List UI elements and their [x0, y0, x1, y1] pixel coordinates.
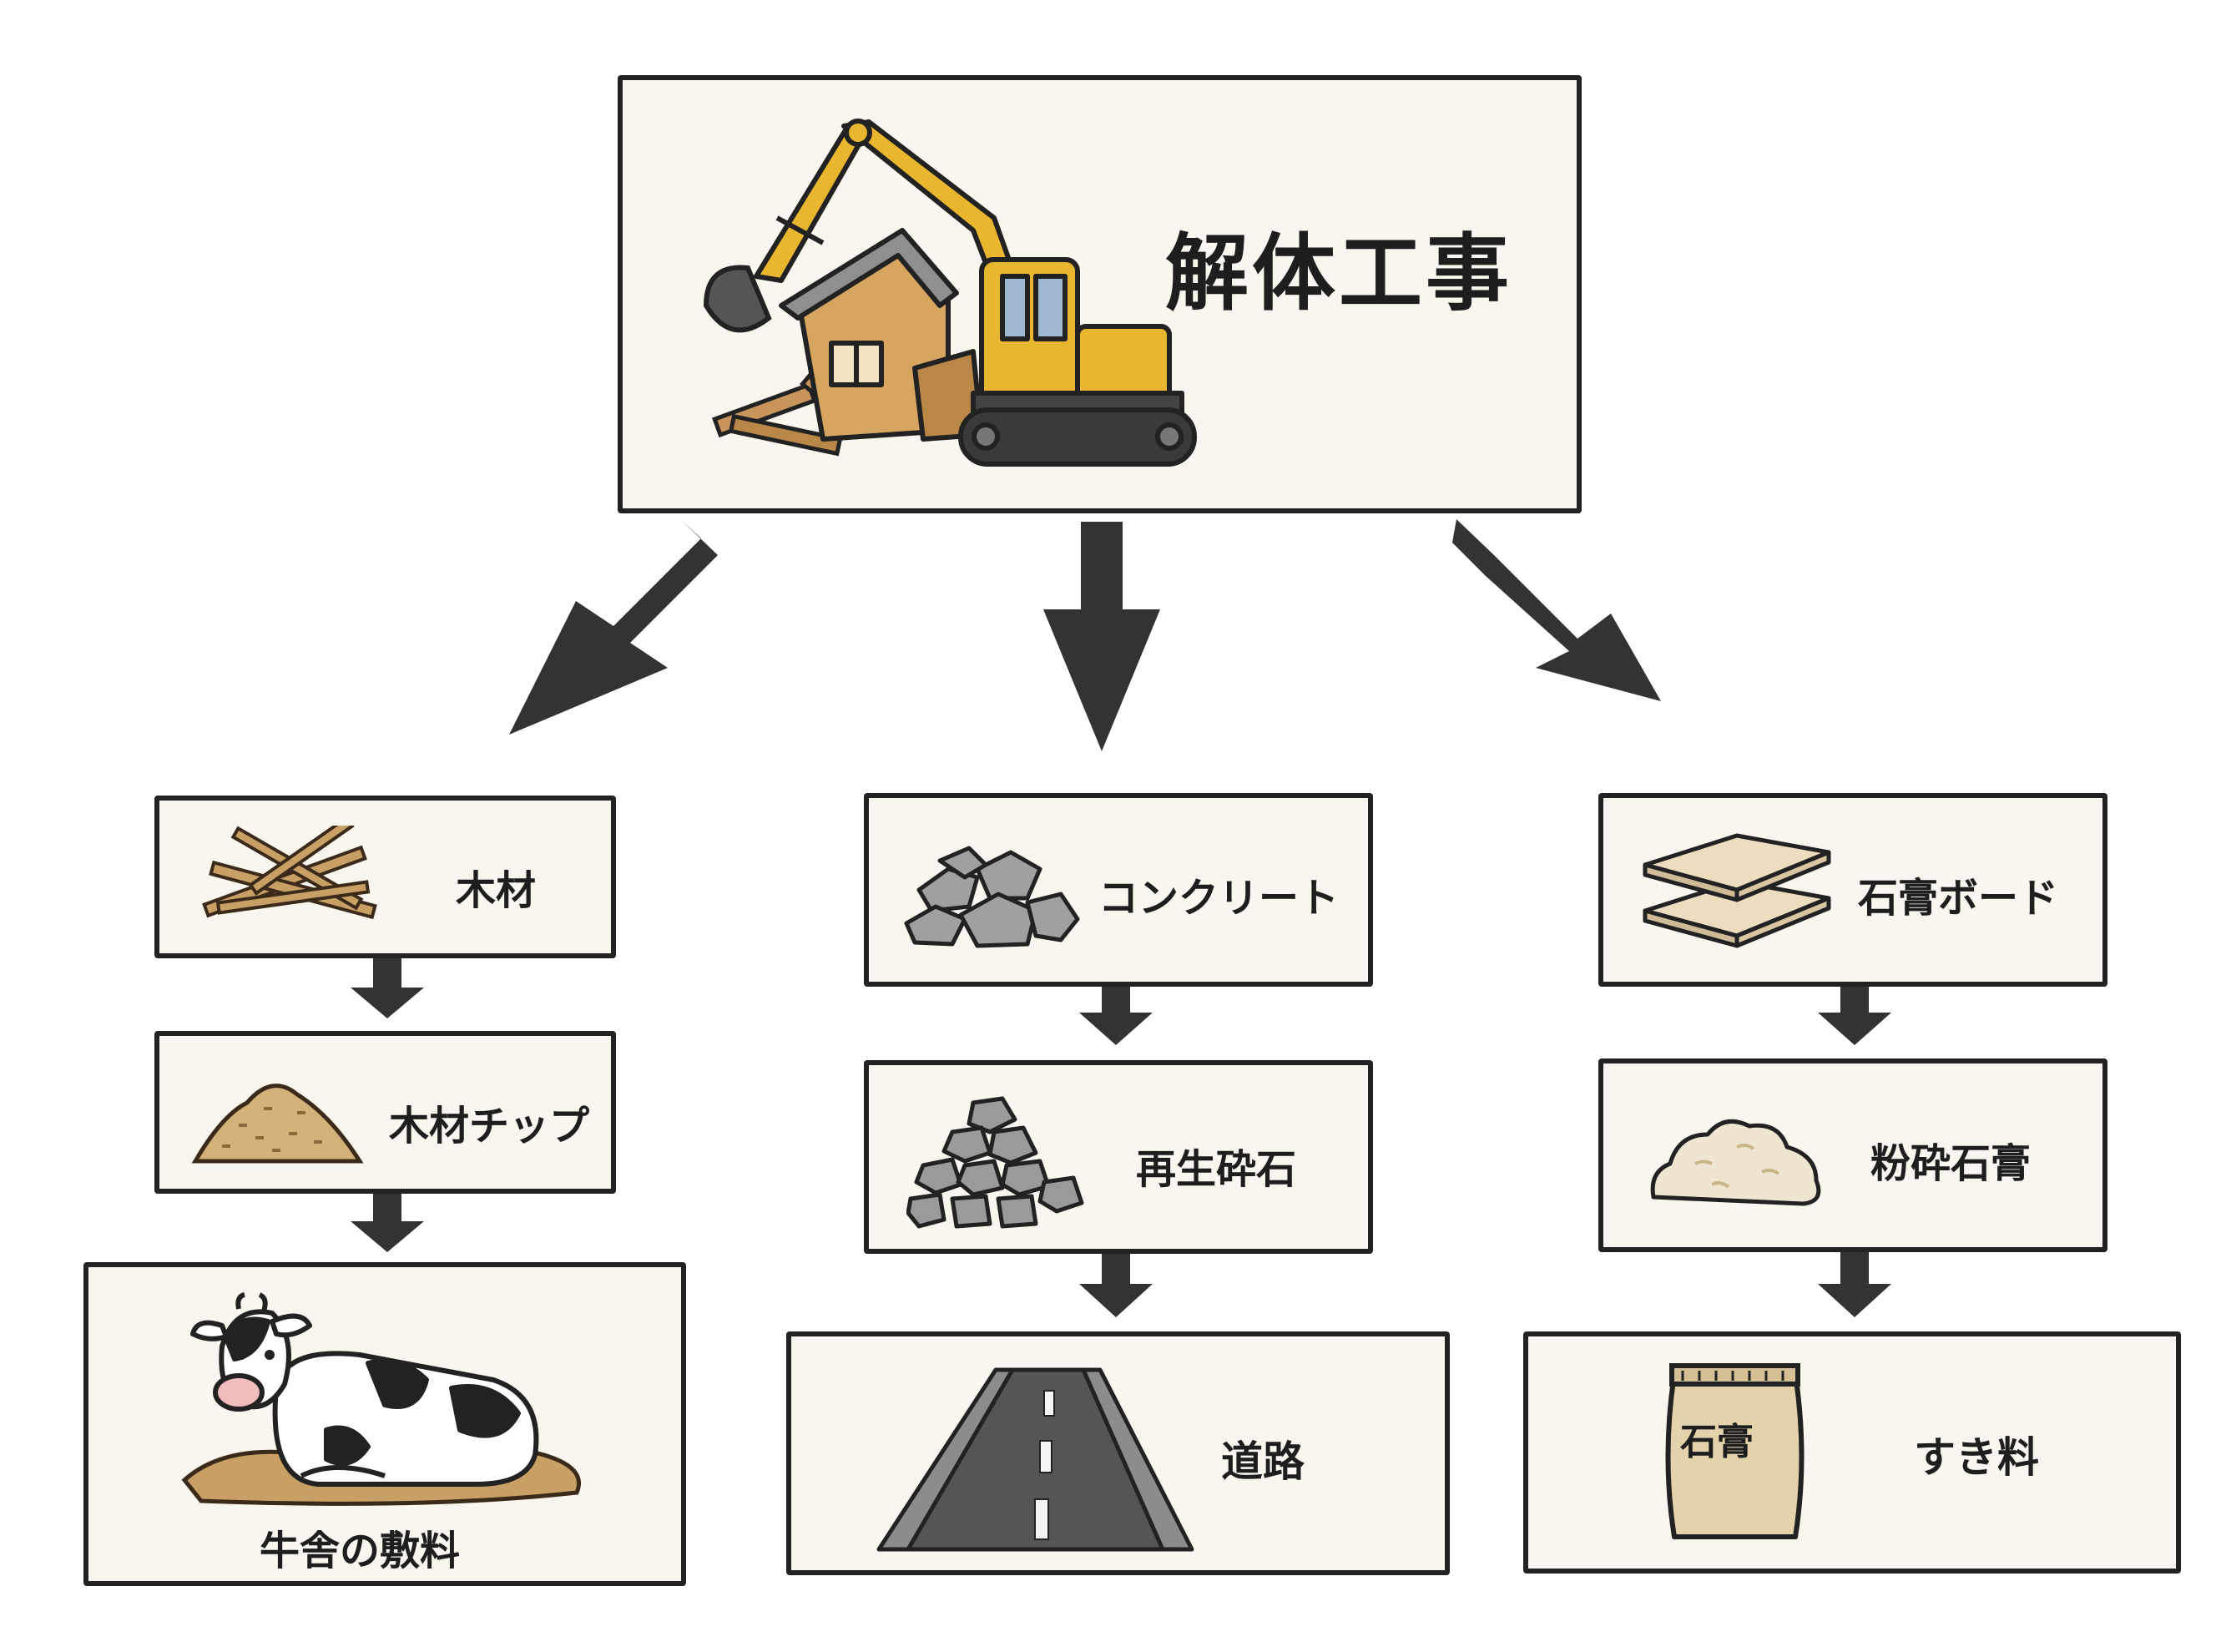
crushed-gypsum-icon	[1650, 1119, 1821, 1206]
soil-amendment-box: 石膏 すき料	[1523, 1331, 2181, 1574]
concrete-label: コンクリート	[1098, 875, 1340, 922]
arrow-to-concrete	[1043, 522, 1160, 751]
crushed-gypsum-label: 粉砕石膏	[1870, 1140, 2032, 1187]
recycled-crushed-stone-label: 再生砕石	[1136, 1146, 1297, 1193]
gypsum-board-icon	[1643, 833, 1831, 948]
wood-planks-icon	[202, 826, 377, 920]
wood-chip-label: 木材チップ	[389, 1103, 590, 1149]
gypsum-board-box: 石膏ボード	[1598, 793, 2107, 987]
arrow-wood-1	[351, 956, 424, 1018]
arrow-gypsum-2	[1818, 1252, 1891, 1317]
road-label: 道路	[1221, 1437, 1305, 1486]
concrete-rubble-icon	[904, 846, 1080, 948]
cow-bedding-box: 牛舎の敷料	[83, 1262, 686, 1586]
recycled-crushed-stone-box: 再生砕石	[864, 1060, 1373, 1254]
arrow-to-gypsum	[1452, 519, 1661, 701]
wood-label: 木材	[456, 867, 537, 914]
demolition-label: 解体工事	[1165, 225, 1512, 322]
arrow-concrete-1	[1079, 981, 1153, 1045]
wood-chip-box: 木材チップ	[154, 1031, 616, 1194]
demolition-box: 解体工事	[618, 75, 1582, 513]
arrow-concrete-2	[1079, 1252, 1153, 1317]
soil-amendment-label: すき料	[1914, 1433, 2039, 1482]
gypsum-bag-icon: 石膏	[1662, 1357, 1808, 1549]
wood-box: 木材	[154, 796, 616, 958]
concrete-box: コンクリート	[864, 793, 1373, 987]
cow-bedding-label: 牛舎の敷料	[260, 1528, 461, 1574]
road-box: 道路	[786, 1331, 1450, 1575]
gypsum-bag-label: 石膏	[1680, 1421, 1754, 1463]
gypsum-board-label: 石膏ボード	[1858, 875, 2059, 922]
wood-chip-pile-icon	[191, 1084, 364, 1164]
arrow-gypsum-1	[1818, 981, 1891, 1045]
crushed-stone-pile-icon	[906, 1096, 1084, 1229]
cow-on-bedding-icon	[181, 1292, 581, 1506]
excavator-demolishing-house-icon	[703, 119, 1197, 467]
crushed-gypsum-box: 粉砕石膏	[1598, 1058, 2107, 1252]
arrow-to-wood	[509, 519, 718, 735]
road-icon	[876, 1367, 1194, 1552]
arrow-wood-2	[351, 1190, 424, 1252]
